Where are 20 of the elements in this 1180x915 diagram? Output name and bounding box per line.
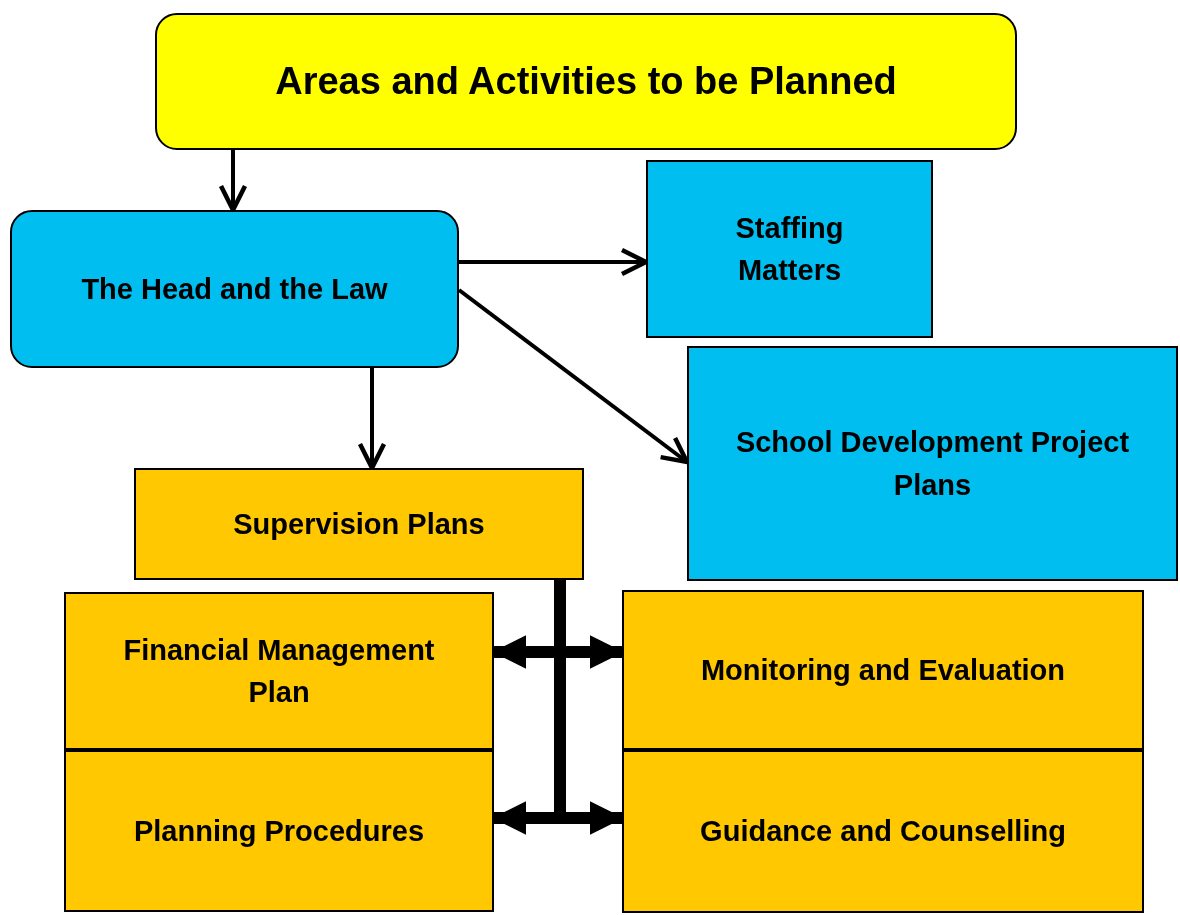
box-label: Planning Procedures xyxy=(133,813,425,849)
process-box xyxy=(134,468,584,580)
box-label: Financial Management Plan xyxy=(122,632,436,710)
process-box xyxy=(622,750,1144,913)
box-label: Areas and Activities to be Planned xyxy=(275,58,897,104)
box-label: Supervision Plans xyxy=(233,506,485,542)
box-label: Staffing Matters xyxy=(734,210,845,288)
box-label: The Head and the Law xyxy=(81,271,388,307)
process-box xyxy=(64,592,494,750)
box-label: School Development Project Plans xyxy=(734,425,1131,503)
process-box xyxy=(687,346,1178,581)
process-box xyxy=(646,160,933,338)
process-box xyxy=(64,750,494,912)
arrow xyxy=(218,150,248,213)
process-box xyxy=(10,210,459,368)
title-box xyxy=(155,13,1017,150)
box-label: Monitoring and Evaluation xyxy=(700,652,1066,688)
arrow xyxy=(357,368,387,471)
box-label: Guidance and Counselling xyxy=(700,814,1066,850)
process-box xyxy=(622,590,1144,750)
